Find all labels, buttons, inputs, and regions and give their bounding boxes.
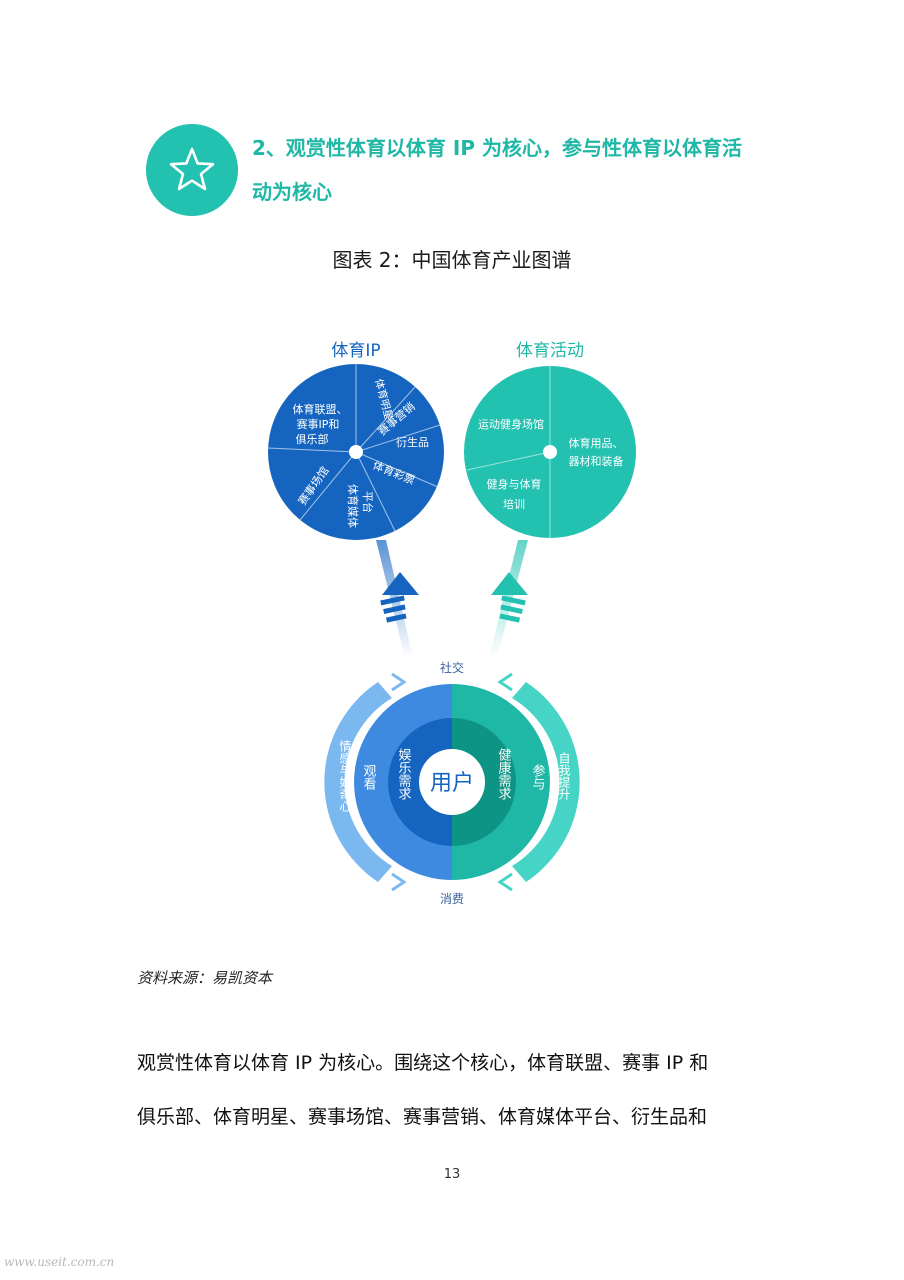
wheel-left-mid: 观看 [361, 764, 377, 790]
activity-venues: 运动健身场馆 [478, 417, 544, 431]
wheel-right-inner: 健康需求 [496, 748, 512, 800]
body-paragraph: 观赏性体育以体育 IP 为核心。围绕这个核心，体育联盟、赛事 IP 和 俱乐部、… [137, 1036, 777, 1144]
heading-badge [146, 124, 238, 216]
wheel-center-label: 用户 [430, 771, 474, 796]
activity-training-line-1: 健身与体育 [487, 477, 542, 491]
sector-league-line-3: 俱乐部 [296, 432, 329, 446]
figure-caption: 图表 2：中国体育产业图谱 [332, 248, 572, 272]
activity-goods-line-1: 体育用品、 [569, 436, 624, 450]
sector-derivatives: 衍生品 [396, 435, 429, 449]
wheel-bottom-label: 消费 [440, 892, 464, 906]
wheel-left-inner: 娱乐需求 [396, 748, 412, 800]
sector-media-line-2: 体育媒体 [346, 484, 360, 528]
section-heading: 2、观赏性体育以体育 IP 为核心，参与性体育以体育活 动为核心 [252, 126, 792, 214]
wheel-right-mid: 参与 [530, 763, 546, 790]
source-note: 资料来源：易凯资本 [137, 969, 273, 987]
right-up-arrow [489, 540, 528, 658]
wheel-top-label: 社交 [440, 660, 464, 675]
sports-industry-diagram: 体育IP 体育联盟、 赛事IP和 俱乐部 体育明星 赛事营销 衍生品 体育彩票 … [267, 341, 636, 906]
left-up-arrow [376, 540, 419, 658]
page-number: 13 [443, 1167, 461, 1182]
section-heading-line-2: 动为核心 [252, 180, 332, 204]
activity-goods-line-2: 器材和装备 [569, 454, 624, 468]
watermark: www.useit.com.cn [4, 1255, 115, 1269]
body-line-2: 俱乐部、体育明星、赛事场馆、赛事营销、体育媒体平台、衍生品和 [137, 1106, 708, 1128]
activity-training-line-2: 培训 [503, 497, 525, 511]
user-wheel [324, 672, 580, 892]
wheel-right-outer: 自我提升 [557, 752, 571, 800]
section-heading-line-1: 2、观赏性体育以体育 IP 为核心，参与性体育以体育活 [252, 136, 742, 160]
left-circle-title: 体育IP [331, 341, 380, 361]
body-line-1: 观赏性体育以体育 IP 为核心。围绕这个核心，体育联盟、赛事 IP 和 [137, 1052, 709, 1074]
star-icon [169, 147, 215, 191]
sports-activity-circle: 运动健身场馆 体育用品、 器材和装备 健身与体育 培训 [464, 366, 636, 538]
sector-league-line-1: 体育联盟、 [293, 402, 348, 416]
sports-ip-circle: 体育联盟、 赛事IP和 俱乐部 体育明星 赛事营销 衍生品 体育彩票 平台 体育… [267, 364, 444, 540]
sector-media-line-1: 平台 [361, 491, 375, 513]
sector-league-line-2: 赛事IP和 [297, 417, 340, 431]
right-circle-title: 体育活动 [516, 341, 584, 361]
wheel-left-outer: 情感与好奇心 [338, 740, 352, 812]
